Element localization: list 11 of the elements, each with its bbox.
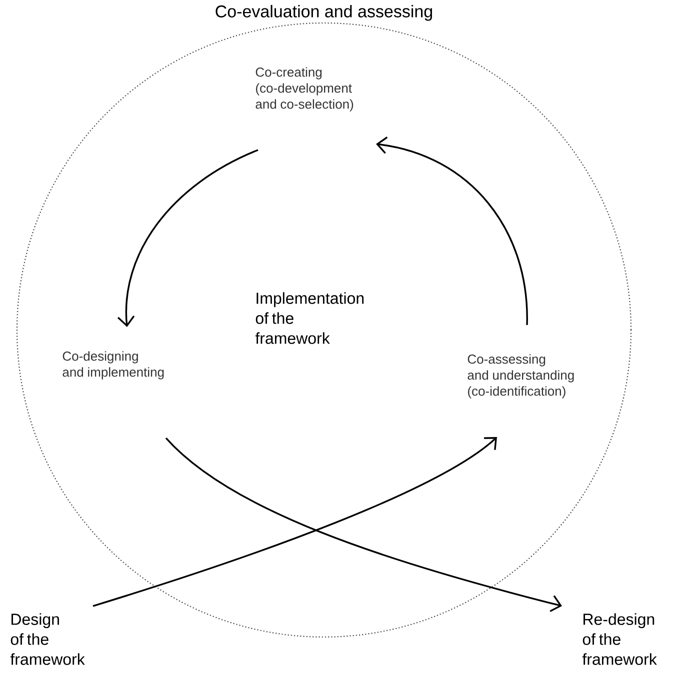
- step-text: Co-designing and implementing: [62, 351, 164, 380]
- arrow: [117, 149, 258, 327]
- step-text: Co-creating (co-development and co-selection): [256, 67, 354, 112]
- centre-label: Implementation of the framework: [255, 292, 364, 344]
- step-text: Design of the framework: [10, 613, 85, 665]
- step-text: Re-design of the framework: [582, 613, 657, 665]
- arrow: [165, 437, 562, 612]
- circle-heading: Co-evaluation and assessing: [216, 4, 432, 21]
- arrow: [92, 437, 497, 607]
- step-text: Co-assessing and understanding (co-identification): [468, 354, 574, 398]
- arrow: [376, 136, 528, 326]
